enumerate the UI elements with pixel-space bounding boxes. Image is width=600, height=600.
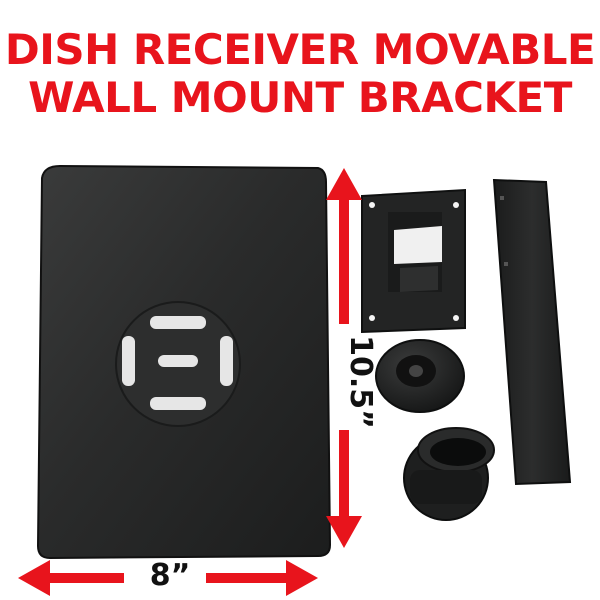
- small-bracket: [361, 188, 466, 334]
- width-label: 8”: [149, 558, 191, 593]
- plate-slot-left: [122, 336, 135, 386]
- plate-slot-bottom: [150, 397, 206, 410]
- width-dimension-arrow: [18, 560, 318, 596]
- plate-slot-center: [158, 355, 198, 367]
- height-dimension-arrow: [326, 168, 362, 548]
- title-line-2: WALL MOUNT BRACKET: [28, 73, 572, 122]
- square-tube-bar: [492, 178, 572, 486]
- height-label: 10.5”: [343, 335, 378, 429]
- title-line-1: DISH RECEIVER MOVABLE: [4, 25, 596, 74]
- plate-slot-top: [150, 316, 206, 329]
- plate-slot-right: [220, 336, 233, 386]
- tube-fitting: [403, 427, 495, 521]
- mounting-plate: [36, 164, 332, 560]
- product-title: DISH RECEIVER MOVABLE WALL MOUNT BRACKET: [0, 26, 600, 122]
- round-cap: [375, 339, 465, 413]
